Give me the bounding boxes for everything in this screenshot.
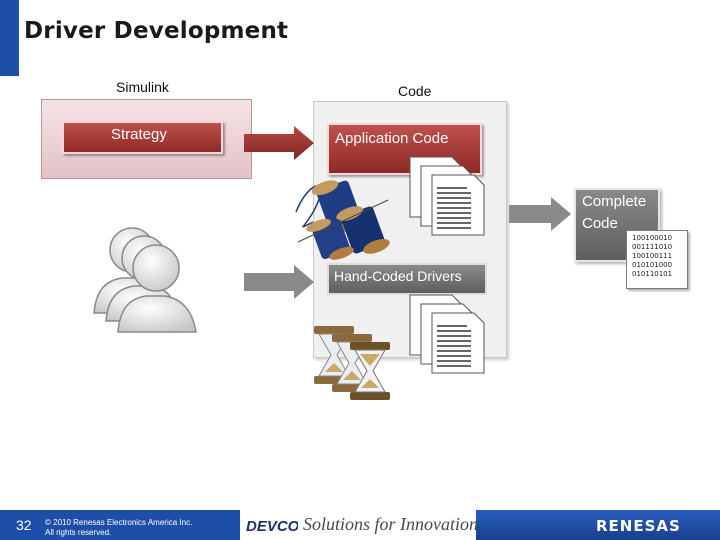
right-arrow-icon — [509, 197, 571, 231]
document-stack-icon — [409, 156, 485, 236]
title-accent-bar — [0, 0, 19, 76]
complete-code-label-line1: Complete — [582, 193, 647, 210]
right-arrow-icon — [244, 265, 314, 299]
page-number: 32 — [16, 517, 32, 533]
footer-middle-band — [240, 511, 476, 539]
document-stack-icon — [409, 294, 485, 374]
slide-title: Driver Development — [24, 18, 289, 44]
thread-spools-icon — [295, 180, 390, 260]
simulink-header: Simulink — [116, 79, 169, 95]
binary-line: 001111010 — [632, 243, 673, 251]
binary-code-document: 100100010 001111010 100100111 010101000 … — [626, 230, 688, 289]
binary-line: 100100010 — [632, 234, 673, 242]
people-icon — [93, 227, 197, 333]
code-header: Code — [398, 83, 432, 99]
hand-coded-drivers-box: Hand-Coded Drivers — [327, 263, 487, 295]
strategy-box: Strategy — [62, 121, 223, 154]
binary-line: 010101000 — [632, 261, 673, 269]
binary-line: 010110101 — [632, 270, 673, 278]
devcon-logo: DEVCON — [246, 518, 298, 535]
footer-left-band — [0, 510, 240, 540]
hourglass-icon — [314, 326, 390, 400]
copyright-line2: All rights reserved. — [45, 528, 112, 537]
copyright-line1: © 2010 Renesas Electronics America Inc. — [45, 518, 193, 527]
right-arrow-icon — [244, 126, 314, 160]
binary-line: 100100111 — [632, 252, 673, 260]
svg-text:DEVCON: DEVCON — [246, 518, 298, 535]
complete-code-label-line2: Code — [582, 215, 618, 232]
svg-text:RENESAS: RENESAS — [596, 517, 681, 535]
footer-tagline: Solutions for Innovation — [303, 514, 478, 534]
renesas-logo: RENESAS — [596, 517, 681, 535]
footer-right-band — [476, 510, 720, 540]
